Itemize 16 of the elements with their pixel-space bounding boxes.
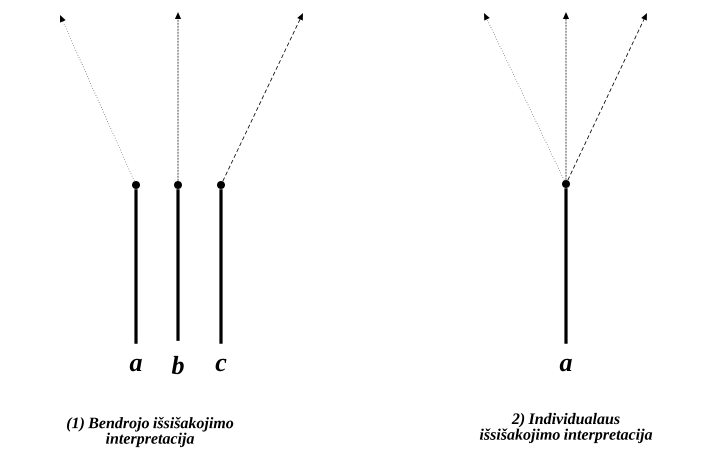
- junction-dot: [132, 181, 140, 189]
- arrow: [60, 15, 135, 182]
- stem-line: [219, 189, 223, 344]
- caption: 2) Individualaus išsišakojimo interpretacija: [480, 412, 652, 444]
- junction-dot: [174, 181, 182, 189]
- stem-line: [176, 189, 180, 341]
- stem-line: [564, 188, 568, 344]
- letter-label: c: [216, 358, 226, 372]
- letter-label: a: [560, 358, 572, 372]
- junction-dot: [562, 180, 570, 188]
- junction-dot: [217, 181, 225, 189]
- stem-line: [134, 189, 138, 344]
- arrow: [484, 13, 564, 180]
- letter-label: a: [130, 358, 142, 372]
- letter-label: b: [172, 356, 184, 374]
- caption: (1) Bendrojo išsišakojimo interpretacija: [67, 416, 234, 448]
